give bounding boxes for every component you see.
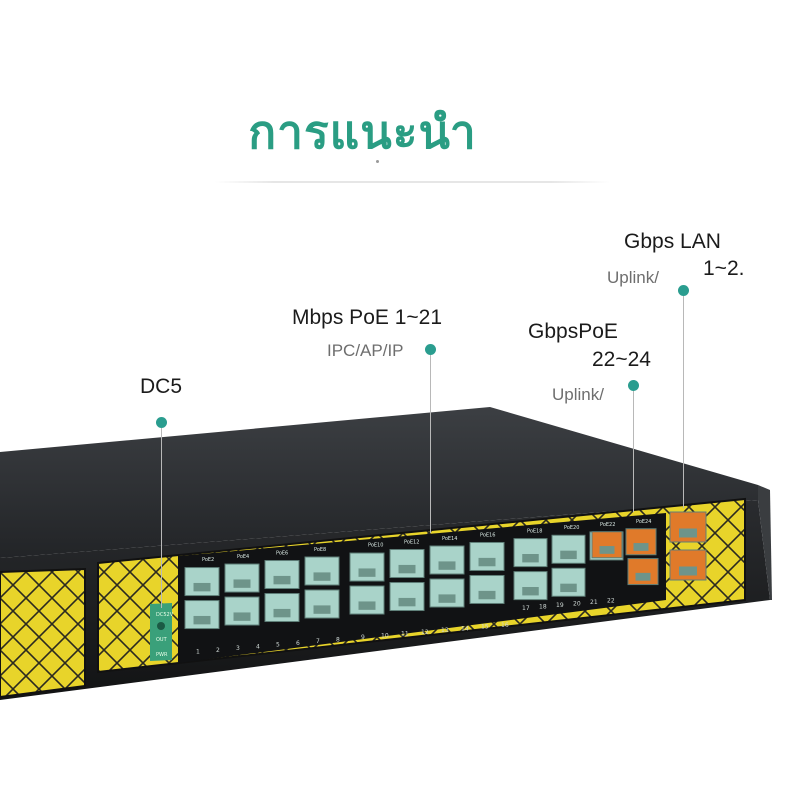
switch-top-surface — [0, 407, 758, 558]
callout-poe-fast-sub: IPC/AP/IP — [327, 341, 404, 360]
port-number: 17 — [522, 605, 530, 612]
port-jack-top-10-latch — [560, 550, 577, 560]
ports-group-9-16 — [349, 541, 505, 615]
port-jack-top-4 — [304, 556, 340, 586]
port-jack-bottom-3-latch — [273, 608, 291, 618]
poe-group-label: PoE14 — [442, 536, 457, 542]
port-jack-top-3-latch — [273, 575, 291, 585]
callout-lan-gig-dot — [678, 285, 689, 296]
gig-poe-jack-bottom-1-latch — [635, 572, 651, 581]
left-hatch-panel — [0, 567, 86, 699]
port-number: 14 — [461, 625, 469, 632]
callout-poe-gig-label: GbpsPoE — [528, 320, 618, 343]
port-number: 6 — [296, 640, 300, 647]
port-jack-bottom-1-latch — [193, 615, 211, 625]
callout-lan-gig-label: Gbps LAN — [624, 230, 721, 253]
uplink-jack-1-latch — [679, 528, 697, 538]
port-jack-top-7 — [429, 545, 465, 575]
poe-group-label: PoE20 — [564, 525, 579, 531]
port-jack-bottom-8-latch — [478, 590, 496, 600]
port-jack-bottom-4-latch — [313, 605, 331, 614]
poe-group-label: PoE4 — [237, 554, 249, 560]
port-number: 8 — [336, 636, 340, 643]
port-number: 21 — [590, 599, 598, 606]
port-jack-top-5-latch — [358, 568, 376, 577]
port-number: 2 — [216, 647, 220, 654]
page-title: การแนะนำ — [248, 105, 477, 159]
callout-poe-fast-leader — [430, 355, 431, 533]
port-jack-bottom-6 — [389, 582, 425, 612]
title-divider — [215, 181, 610, 183]
callout-poe-fast-dot — [425, 344, 436, 355]
callout-poe-gig-label-2: 22~24 — [592, 348, 651, 371]
callout-dc-leader — [161, 428, 162, 608]
port-jack-bottom-7-latch — [438, 594, 456, 603]
uplink-ports-orange — [669, 511, 707, 581]
port-number: 20 — [573, 600, 581, 607]
poe-group-label: PoE22 — [600, 522, 615, 528]
power-port-text: DC52V — [156, 612, 174, 618]
port-number: 22 — [607, 597, 615, 604]
poe-group-label: PoE10 — [368, 542, 383, 548]
port-jack-bottom-9 — [513, 571, 548, 601]
port-number: 12 — [421, 629, 429, 636]
power-pwr-text: PWR — [156, 652, 168, 658]
port-number: 18 — [539, 603, 547, 610]
port-jack-top-1-latch — [193, 582, 211, 592]
callout-lan-gig-leader — [683, 296, 684, 508]
poe-group-label: PoE2 — [202, 557, 214, 563]
poe-group-label: PoE8 — [314, 547, 326, 553]
ports-group-1-8 — [184, 556, 340, 630]
port-number: 19 — [556, 602, 564, 609]
uplink-jack-2 — [669, 549, 707, 581]
port-jack-bottom-6-latch — [398, 597, 416, 607]
gig-poe-jack-top-2-latch — [633, 543, 649, 551]
poe-group-label: PoE18 — [527, 528, 542, 534]
port-number: 13 — [441, 627, 449, 634]
power-out-text: OUT — [156, 637, 168, 643]
port-number: 10 — [381, 632, 389, 639]
callout-poe-gig-sub: Uplink/ — [552, 385, 604, 404]
callout-lan-gig-label-2: 1~2. — [703, 257, 745, 280]
title-decoration-dot — [376, 160, 379, 163]
port-jack-bottom-4 — [304, 589, 340, 619]
uplink-jack-2-latch — [679, 566, 697, 576]
port-jack-bottom-2-latch — [233, 612, 251, 621]
port-number: 3 — [236, 645, 240, 652]
port-jack-bottom-10-latch — [560, 583, 577, 593]
port-jack-top-2-latch — [233, 579, 251, 588]
gig-poe-jack-top-1-latch — [599, 546, 615, 554]
callout-dc-label: DC5 — [140, 375, 183, 398]
poe-group-label: PoE16 — [480, 533, 495, 539]
port-number: 11 — [401, 631, 409, 638]
port-number: 1 — [196, 649, 200, 656]
port-jack-top-8-latch — [478, 557, 496, 567]
port-jack-bottom-9-latch — [522, 587, 539, 596]
port-jack-top-7-latch — [438, 561, 456, 570]
callout-lan-gig-sub: Uplink/ — [607, 268, 659, 287]
port-number: 9 — [361, 634, 365, 641]
port-jack-top-9-latch — [522, 554, 539, 563]
callout-dc-dot — [156, 417, 167, 428]
port-number: 15 — [481, 624, 489, 631]
callout-poe-gig-dot — [628, 380, 639, 391]
ports-group-22-24-orange — [591, 528, 659, 586]
callout-poe-gig-leader — [633, 391, 634, 512]
power-port-block: DC52V OUT PWR — [150, 603, 174, 661]
port-number: 5 — [276, 642, 280, 649]
poe-group-label: PoE24 — [636, 519, 651, 525]
callout-poe-fast-label: Mbps PoE 1~21 — [292, 306, 443, 329]
poe-group-label: PoE12 — [404, 539, 419, 545]
poe-group-label: PoE6 — [276, 551, 288, 557]
port-number: 7 — [316, 638, 320, 645]
port-jack-top-4-latch — [313, 572, 331, 581]
port-number: 16 — [501, 622, 509, 629]
port-jack-bottom-5-latch — [358, 601, 376, 610]
port-jack-top-6-latch — [398, 564, 416, 574]
port-number: 4 — [256, 643, 260, 650]
port-labels: PoE2 PoE4 PoE6 PoE8 PoE10 PoE12 PoE14 PoE16 PoE1… — [196, 519, 651, 656]
